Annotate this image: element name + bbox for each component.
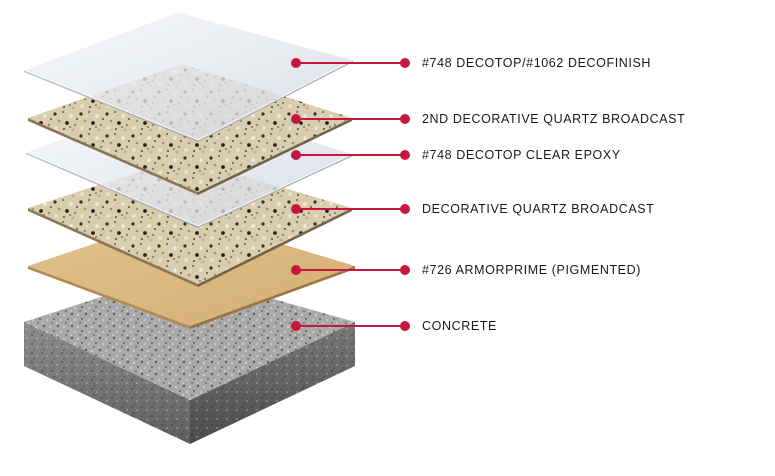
connector-concrete: [291, 321, 410, 331]
concrete-left-texture: [24, 322, 190, 444]
connector-clear-epoxy: [291, 150, 410, 160]
concrete-right-texture: [190, 322, 355, 444]
connector-dot-start: [291, 204, 301, 214]
connector-topcoat: [291, 58, 410, 68]
connector-dot-end: [400, 321, 410, 331]
label-topcoat: #748 DECOTOP/#1062 DECOFINISH: [422, 56, 652, 70]
connector-dot-start: [291, 58, 301, 68]
connector-dot-start: [291, 265, 301, 275]
connector-dot-end: [400, 58, 410, 68]
primer-right-edge: [190, 266, 355, 329]
layer-topcoat: [22, 11, 355, 142]
primer-left-edge: [28, 266, 190, 329]
clear-top: [24, 12, 353, 140]
connector-primer: [291, 265, 410, 275]
label-concrete: CONCRETE: [422, 319, 497, 333]
connector-quartz1: [291, 204, 410, 214]
clear-highlight: [22, 11, 355, 141]
connector-dot-start: [291, 321, 301, 331]
concrete-top: [24, 272, 355, 400]
label-primer: #726 ARMORPRIME (PIGMENTED): [422, 263, 642, 277]
connector-dot-start: [291, 150, 301, 160]
label-quartz-broadcast-2: 2ND DECORATIVE QUARTZ BROADCAST: [422, 112, 686, 126]
connector-quartz2: [291, 114, 410, 124]
connector-dot-end: [400, 150, 410, 160]
quartz-left-edge: [28, 118, 198, 195]
connector-dot-start: [291, 114, 301, 124]
quartz-left-edge: [28, 208, 198, 287]
quartz-right-edge: [198, 118, 352, 195]
connector-dot-end: [400, 204, 410, 214]
quartz-right-edge: [198, 208, 352, 287]
connector-dot-end: [400, 114, 410, 124]
label-clear-epoxy: #748 DECOTOP CLEAR EPOXY: [422, 148, 621, 162]
label-quartz-broadcast-1: DECORATIVE QUARTZ BROADCAST: [422, 202, 655, 216]
connector-dot-end: [400, 265, 410, 275]
layer-concrete: [24, 272, 355, 444]
